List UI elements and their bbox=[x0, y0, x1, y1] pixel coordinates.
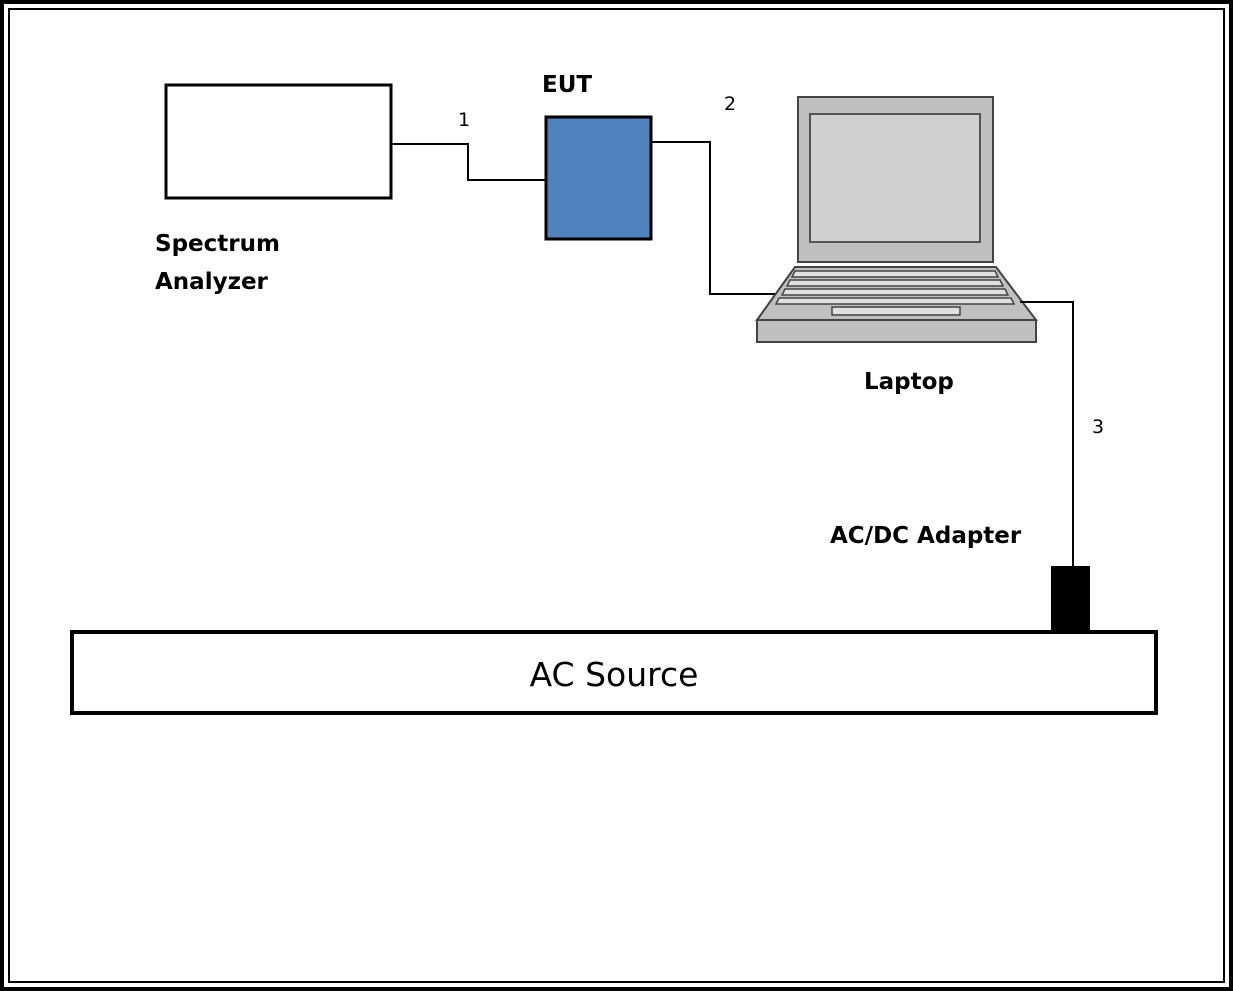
eut-label: EUT bbox=[542, 72, 592, 98]
laptop-trackpad bbox=[831, 306, 961, 316]
cable-1 bbox=[391, 143, 546, 181]
inner-frame bbox=[8, 8, 1225, 983]
laptop-screen bbox=[809, 113, 981, 243]
cable-2 bbox=[651, 141, 780, 295]
laptop-keyboard bbox=[774, 270, 1016, 305]
cable-3 bbox=[1020, 301, 1074, 567]
keyboard-row bbox=[774, 297, 1016, 305]
cable-3-label: 3 bbox=[1092, 416, 1104, 438]
eut-box bbox=[544, 115, 653, 241]
spectrum-analyzer-box bbox=[164, 83, 393, 200]
laptop-label: Laptop bbox=[864, 369, 954, 395]
spectrum-analyzer-label-line1: Spectrum bbox=[155, 231, 280, 257]
adapter-label: AC/DC Adapter bbox=[830, 523, 1022, 549]
cable-2-label: 2 bbox=[724, 93, 736, 115]
keyboard-row bbox=[780, 288, 1010, 296]
adapter-box bbox=[1051, 566, 1090, 634]
ac-source-label: AC Source bbox=[530, 655, 699, 694]
keyboard-row bbox=[790, 270, 1000, 278]
cable-1-label: 1 bbox=[458, 109, 470, 131]
spectrum-analyzer-label-line2: Analyzer bbox=[155, 269, 269, 295]
ac-source-box bbox=[70, 630, 1158, 715]
laptop-base-front bbox=[756, 319, 1037, 343]
keyboard-row bbox=[785, 279, 1005, 287]
laptop-icon bbox=[755, 96, 1039, 343]
